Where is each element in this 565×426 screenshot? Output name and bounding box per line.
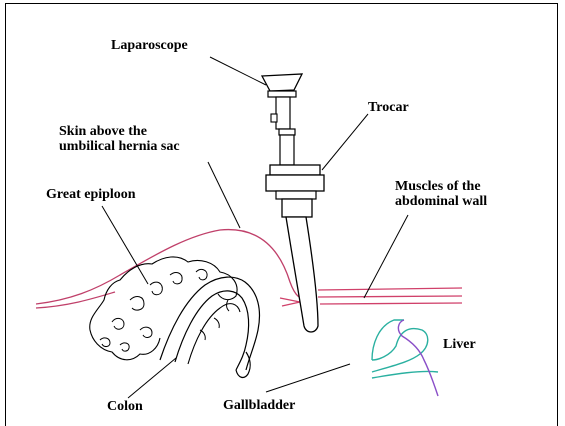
gallbladder-outline (372, 320, 428, 372)
label-skin: Skin above the umbilical hernia sac (59, 124, 180, 154)
leader-gallbladder (266, 364, 350, 392)
laparoscope-collar (268, 91, 296, 97)
laparoscope-shaft-upper (276, 97, 290, 129)
trocar-hub (282, 199, 312, 217)
colon-inner-1 (175, 291, 249, 370)
epiploon-curl-1 (130, 297, 144, 311)
label-colon: Colon (107, 399, 143, 414)
epiploon-curl-7 (100, 338, 110, 347)
colon-outer (160, 277, 259, 370)
great-epiploon-outline (90, 257, 237, 360)
leader-laparoscope (210, 57, 266, 85)
label-gallbladder: Gallbladder (223, 398, 295, 413)
trocar-valve (266, 175, 324, 191)
laparoscope-eyepiece (262, 74, 302, 91)
abdominal-muscle-line-1 (318, 288, 462, 290)
label-liver: Liver (443, 337, 476, 352)
skin-line (36, 230, 310, 304)
muscle-notch (280, 298, 300, 306)
abdominal-muscle-line-3 (320, 303, 462, 304)
epiploon-curl-5 (140, 327, 152, 337)
trocar-neck (276, 191, 316, 199)
gallbladder-duct (372, 371, 438, 378)
laparoscope-shaft-mid (280, 135, 294, 165)
colon-inner-2 (188, 304, 240, 364)
epiploon-curl-3 (112, 318, 124, 329)
label-great-epiploon: Great epiploon (46, 187, 136, 202)
colon-haustra (200, 300, 229, 340)
laparoscope-ring (279, 129, 295, 135)
skin-line-lower (36, 292, 115, 308)
label-laparoscope: Laparoscope (111, 38, 188, 53)
trocar-cannula (286, 217, 318, 332)
label-trocar: Trocar (368, 100, 409, 115)
label-muscles: Muscles of the abdominal wall (395, 179, 487, 209)
epiploon-curl-8 (120, 343, 129, 351)
leader-trocar (322, 114, 368, 170)
epiploon-curl-4 (170, 273, 182, 284)
leader-colon (128, 358, 176, 398)
abdominal-muscle-line-2 (318, 296, 462, 297)
trocar-cap (270, 165, 320, 175)
epiploon-curl-2 (150, 282, 162, 295)
leader-muscles (364, 215, 408, 298)
leader-skin (208, 162, 240, 228)
laparoscope-light-port (271, 114, 277, 122)
epiploon-curl-6 (196, 269, 207, 279)
